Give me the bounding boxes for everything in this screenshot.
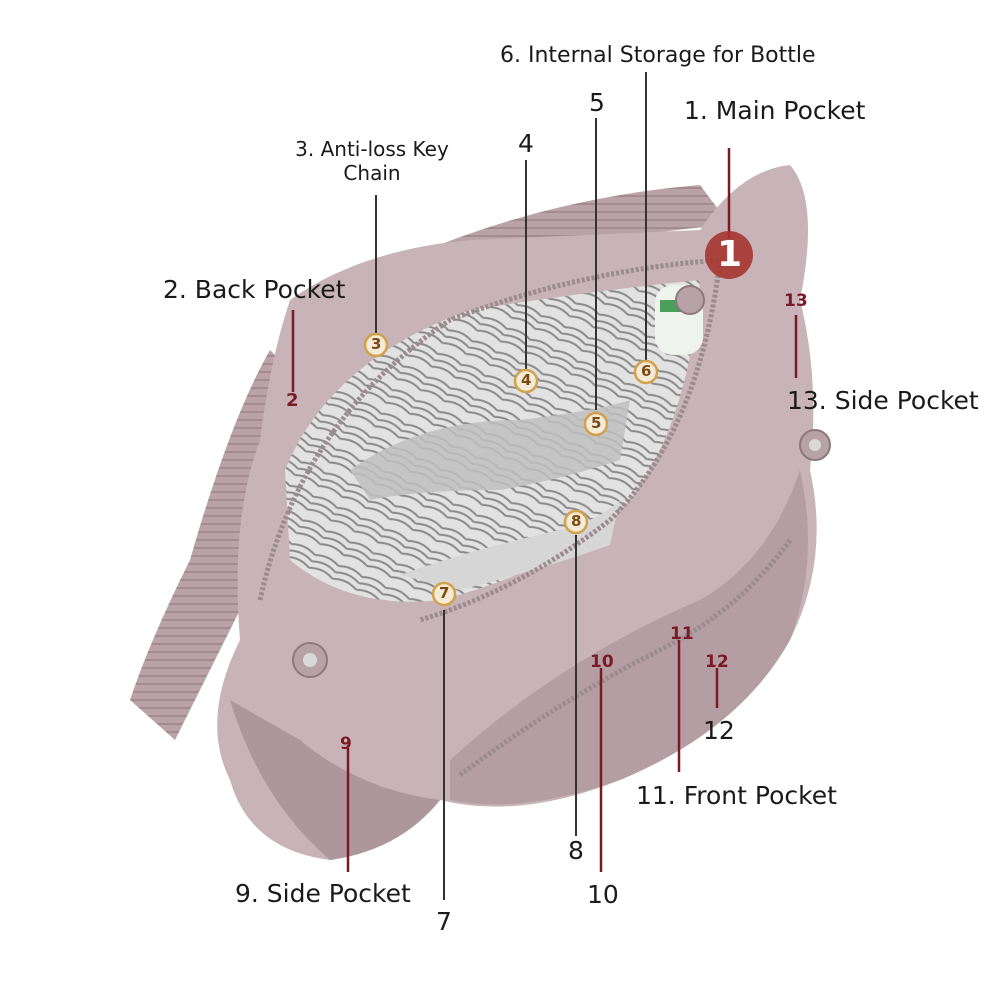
marker-2-text: 2 bbox=[286, 390, 299, 411]
main-zipper-right bbox=[419, 259, 723, 623]
marker-6-badge bbox=[633, 359, 659, 385]
label-main-pocket: 1. Main Pocket bbox=[684, 96, 866, 125]
snap-button bbox=[303, 653, 317, 667]
marker-8-badge bbox=[563, 509, 589, 535]
label-number-10: 10 bbox=[587, 880, 619, 909]
marker-3-badge bbox=[363, 332, 389, 358]
zipper-pull-top bbox=[675, 285, 705, 315]
main-zipper bbox=[257, 257, 721, 601]
marker-5-text: 5 bbox=[591, 414, 602, 432]
label-front-pocket: 11. Front Pocket bbox=[636, 781, 837, 810]
marker-6-text: 6 bbox=[641, 362, 652, 380]
leader-lines bbox=[291, 148, 798, 872]
leader-lines-dark bbox=[375, 72, 647, 900]
label-number-8: 8 bbox=[568, 836, 584, 865]
marker-5-badge bbox=[583, 411, 609, 437]
marker-12-text: 12 bbox=[705, 652, 729, 672]
label-side-pocket-right: 13. Side Pocket bbox=[787, 386, 979, 415]
label-number-5: 5 bbox=[589, 88, 605, 117]
marker-1-text: 1 bbox=[717, 234, 743, 275]
marker-4-badge bbox=[513, 368, 539, 394]
marker-8-text: 8 bbox=[571, 512, 582, 530]
marker-1-badge bbox=[705, 231, 753, 279]
marker-7-badge bbox=[431, 581, 457, 607]
marker-3-text: 3 bbox=[371, 335, 382, 353]
gold-markers bbox=[363, 332, 659, 607]
label-number-7: 7 bbox=[436, 907, 452, 936]
front-pocket-zipper bbox=[458, 538, 793, 778]
label-key-chain-line2: Chain bbox=[343, 161, 401, 185]
label-bottle-storage: 6. Internal Storage for Bottle bbox=[500, 43, 816, 68]
marker-7-text: 7 bbox=[439, 584, 450, 602]
bag-shading bbox=[230, 700, 440, 860]
inner-divider-pocket bbox=[350, 400, 630, 500]
label-side-pocket-left: 9. Side Pocket bbox=[235, 879, 411, 908]
marker-4-text: 4 bbox=[521, 371, 532, 389]
label-key-chain-line1: 3. Anti-loss Key bbox=[295, 137, 449, 161]
marker-11-text: 11 bbox=[670, 624, 694, 644]
marker-10-text: 10 bbox=[590, 652, 614, 672]
snap-button-right bbox=[809, 439, 821, 451]
label-number-4: 4 bbox=[518, 129, 534, 158]
marker-13-text: 13 bbox=[784, 291, 808, 311]
label-number-12: 12 bbox=[703, 716, 735, 745]
label-key-chain: 3. Anti-loss Key Chain bbox=[287, 137, 457, 185]
marker-9-text: 9 bbox=[340, 734, 352, 754]
inner-slip-pocket bbox=[400, 500, 620, 590]
label-back-pocket: 2. Back Pocket bbox=[163, 275, 346, 304]
